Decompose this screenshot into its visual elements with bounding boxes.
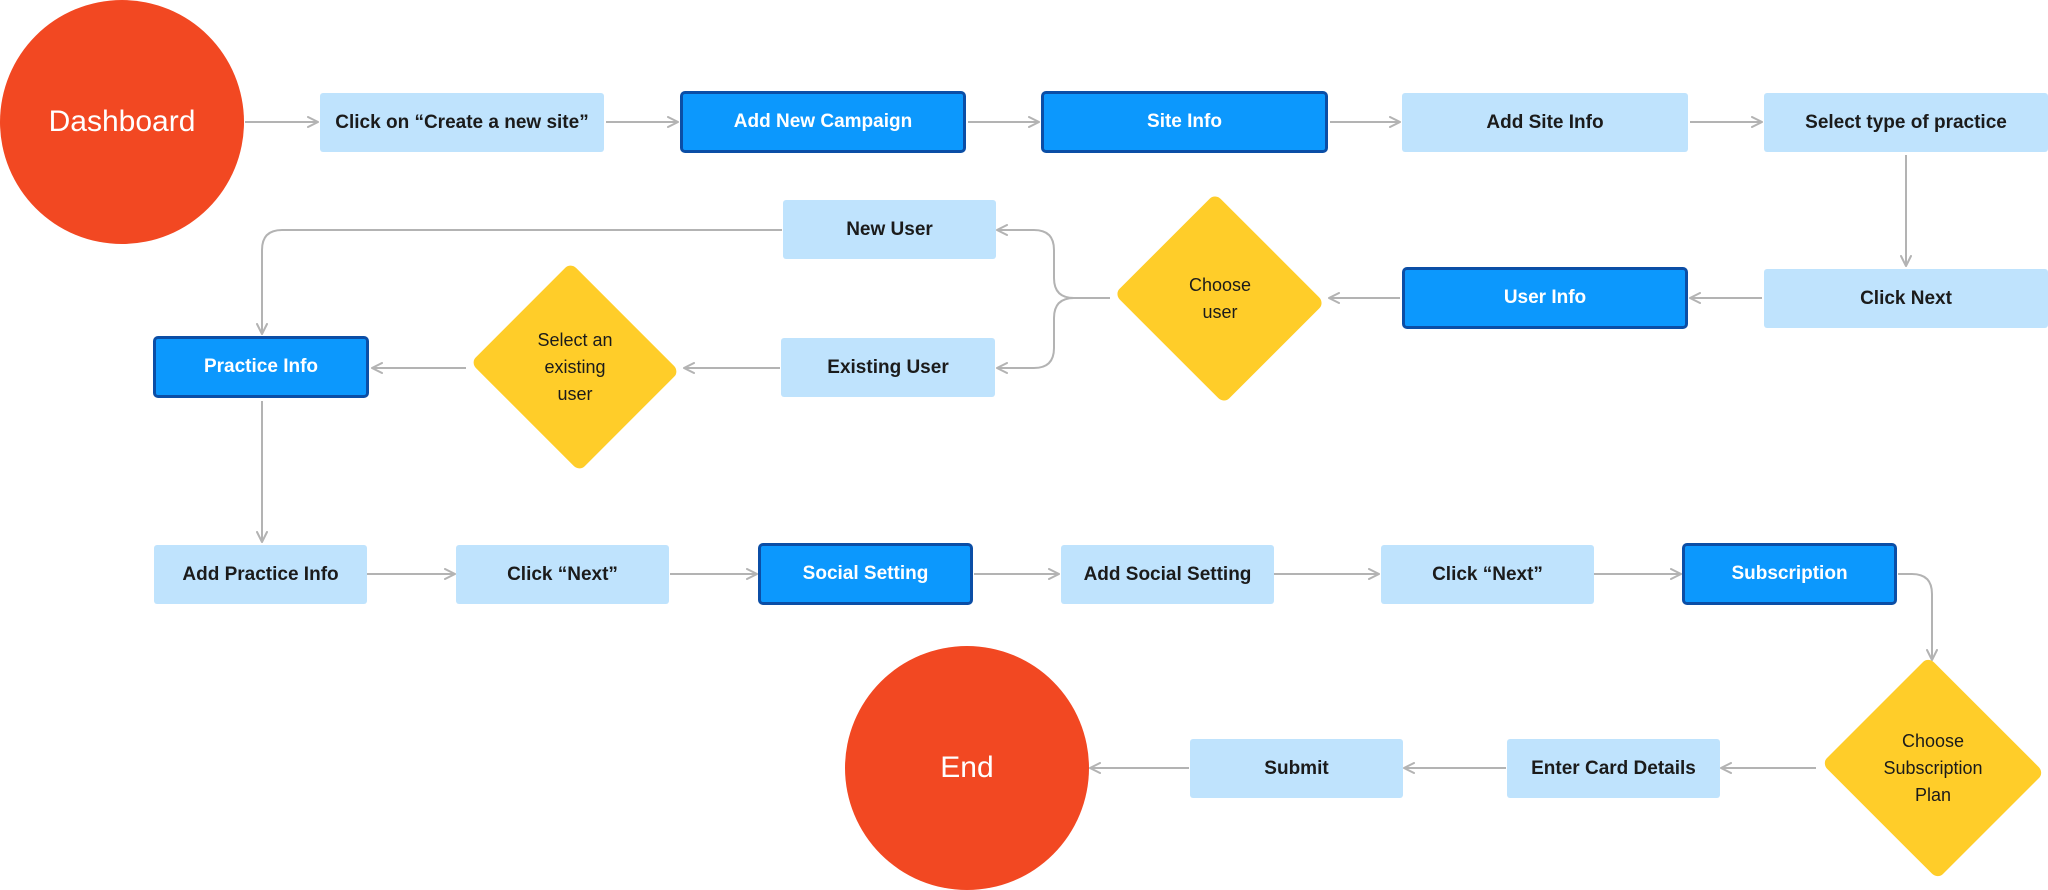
submit-node: Submit [1190, 739, 1403, 798]
user-info-node: User Info [1402, 267, 1688, 329]
click-next-1-node: Click Next [1764, 269, 2048, 328]
choose-subscription-plan-label: Choose Subscription Plan [1883, 730, 1983, 805]
connector-choose-user-to-new-user [996, 224, 1110, 299]
click-next-2-node: Click “Next” [456, 545, 669, 604]
dashboard-label: Dashboard [48, 105, 196, 138]
new-user-node: New User [783, 200, 996, 259]
add-social-setting-node: Add Social Setting [1061, 545, 1274, 604]
choose-user-decision: Choose user [1112, 193, 1328, 404]
add-campaign-node: Add New Campaign [680, 91, 966, 153]
subscription-node: Subscription [1682, 543, 1897, 605]
enter-card-details-node: Enter Card Details [1507, 739, 1720, 798]
existing-user-node: Existing User [781, 338, 995, 397]
connector-subscription-to-choose-plan [1898, 573, 1938, 661]
site-info-node: Site Info [1041, 91, 1328, 153]
choose-subscription-plan-decision: Choose Subscription Plan [1818, 656, 2048, 880]
connector-new-user-to-practice-info [256, 229, 782, 335]
create-site-node: Click on “Create a new site” [320, 93, 604, 152]
dashboard-node: Dashboard [0, 0, 244, 244]
practice-info-node: Practice Info [153, 336, 369, 398]
click-next-3-node: Click “Next” [1381, 545, 1594, 604]
select-practice-type-node: Select type of practice [1764, 93, 2048, 152]
end-node: End [845, 646, 1089, 890]
select-existing-user-label: Select an existing user [537, 329, 613, 404]
add-site-info-node: Add Site Info [1402, 93, 1688, 152]
choose-user-label: Choose user [1188, 274, 1252, 322]
end-label: End [940, 751, 994, 784]
add-practice-info-node: Add Practice Info [154, 545, 367, 604]
social-setting-node: Social Setting [758, 543, 973, 605]
connector-choose-user-to-existing-user [996, 297, 1075, 374]
select-existing-user-decision: Select an existing user [468, 262, 682, 472]
